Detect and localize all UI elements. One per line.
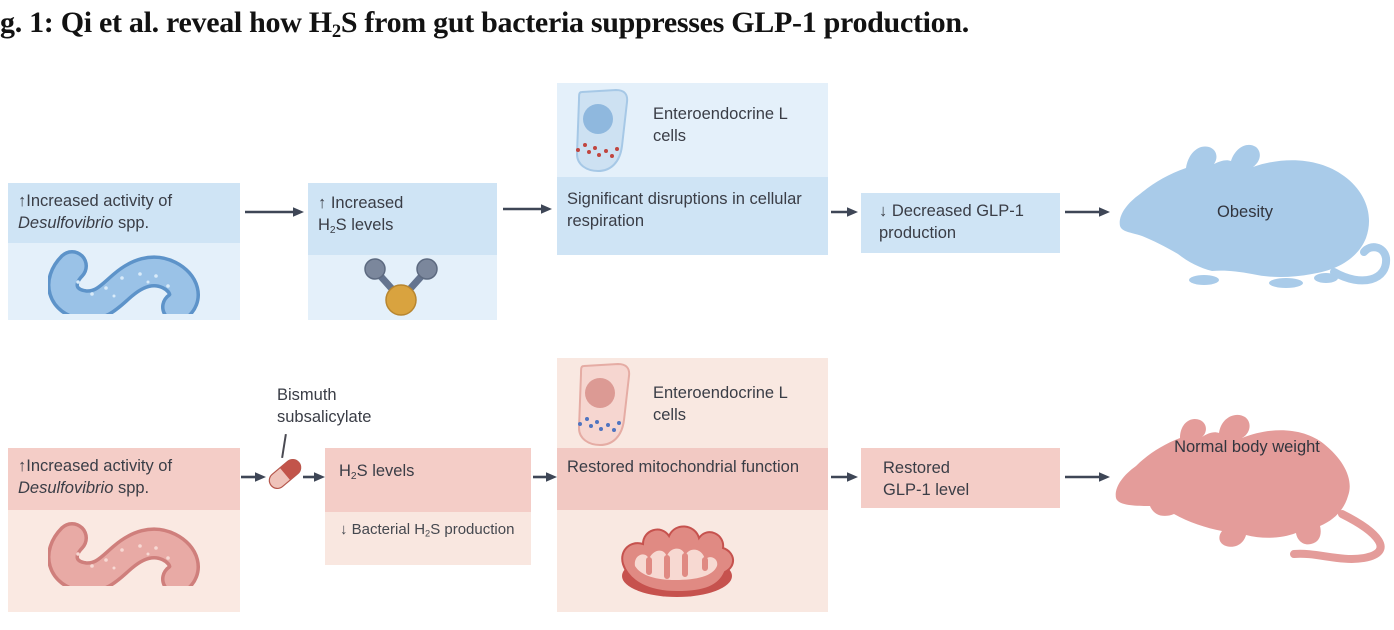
label-part: S production	[430, 521, 515, 538]
label-subscript: 2	[425, 528, 431, 539]
arrow-icon	[245, 207, 304, 217]
label-line: ↑Increased activity of	[18, 457, 173, 475]
bottom-lcell-panel: Enteroendocrine L cells	[557, 358, 828, 448]
top-glp1-label: ↓ Decreased GLP-1 production	[879, 202, 1024, 242]
pill-icon	[268, 458, 302, 490]
title-part: g. 1: Qi et al. reveal how H	[0, 6, 332, 39]
arrow-icon	[241, 472, 266, 482]
top-h2s-label: ↑ Increased H2S levels	[308, 183, 497, 255]
arrow-icon	[533, 472, 557, 482]
bottom-lcell-label: Enteroendocrine L cells	[653, 384, 788, 425]
species-name: Desulfovibrio	[18, 478, 114, 497]
label-line: ↑Increased activity of	[18, 192, 173, 210]
label-part: H	[318, 215, 330, 234]
bottom-block-lcell: Enteroendocrine L cells Restored mitocho…	[557, 358, 828, 612]
label-subscript: 2	[350, 470, 357, 482]
l-cell-icon	[575, 88, 629, 173]
top-lcell-label: Enteroendocrine L cells	[653, 105, 788, 146]
label-part: S levels	[356, 462, 415, 480]
bottom-outcome-label: Normal body weight	[1174, 438, 1320, 456]
bacterium-icon	[47, 522, 200, 595]
mitochondria-panel	[557, 510, 828, 612]
bacterium-icon	[47, 250, 200, 323]
title-part: S from gut bacteria suppresses GLP-1 pro…	[340, 6, 969, 39]
bottom-h2s-note: ↓ Bacterial H2S production	[325, 512, 531, 565]
bottom-mito-label: Restored mitochondrial function	[557, 448, 828, 510]
arrow-icon	[1065, 472, 1110, 482]
label-part: S levels	[335, 215, 394, 234]
bottom-box-glp1: Restored GLP-1 level	[861, 448, 1060, 508]
label-part: ↓ Bacterial H	[340, 521, 426, 538]
label-line: ↑ Increased	[318, 194, 404, 212]
top-lcell-panel: Enteroendocrine L cells	[557, 83, 828, 177]
pill-label: Bismuth subsalicylate	[277, 386, 372, 427]
obese-mouse-icon	[1119, 144, 1391, 288]
label-subscript: 2	[329, 224, 336, 236]
top-disruption-label: Significant disruptions in cellular resp…	[557, 177, 828, 255]
top-box-glp1: ↓ Decreased GLP-1 production	[861, 193, 1060, 253]
top-desulfovibrio-label: ↑Increased activity of Desulfovibrio spp…	[8, 183, 240, 243]
bottom-h2s-header: H2S levels	[325, 448, 531, 512]
bottom-desulfovibrio-label: ↑Increased activity of Desulfovibrio spp…	[8, 448, 240, 510]
top-outcome-label: Obesity	[1217, 203, 1273, 221]
species-suffix: spp.	[113, 478, 150, 497]
l-cell-icon	[577, 362, 631, 447]
species-suffix: spp.	[113, 213, 150, 232]
label-part: H	[339, 462, 351, 480]
bottom-bacterium-panel	[8, 510, 240, 612]
top-bacterium-panel	[8, 243, 240, 323]
bottom-box-desulfovibrio: ↑Increased activity of Desulfovibrio spp…	[8, 448, 240, 612]
figure-title: g. 1: Qi et al. reveal how H2S from gut …	[0, 6, 1394, 43]
arrow-icon	[503, 204, 552, 214]
mitochondria-icon	[621, 525, 734, 597]
bottom-box-h2s: H2S levels ↓ Bacterial H2S production	[325, 448, 531, 565]
arrow-icon	[303, 472, 325, 482]
bottom-glp1-label: Restored GLP-1 level	[883, 459, 970, 499]
title-subscript: 2	[331, 21, 341, 43]
top-box-h2s: ↑ Increased H2S levels	[308, 183, 497, 320]
top-block-lcell: Enteroendocrine L cells Significant disr…	[557, 83, 828, 255]
species-name: Desulfovibrio	[18, 213, 114, 232]
h2s-molecule-icon	[364, 258, 438, 316]
top-molecule-panel	[308, 255, 497, 320]
arrow-icon	[831, 472, 858, 482]
arrow-icon	[1065, 207, 1110, 217]
top-box-desulfovibrio: ↑Increased activity of Desulfovibrio spp…	[8, 183, 240, 323]
normal-mouse-icon	[1115, 414, 1385, 563]
arrow-icon	[831, 207, 858, 217]
